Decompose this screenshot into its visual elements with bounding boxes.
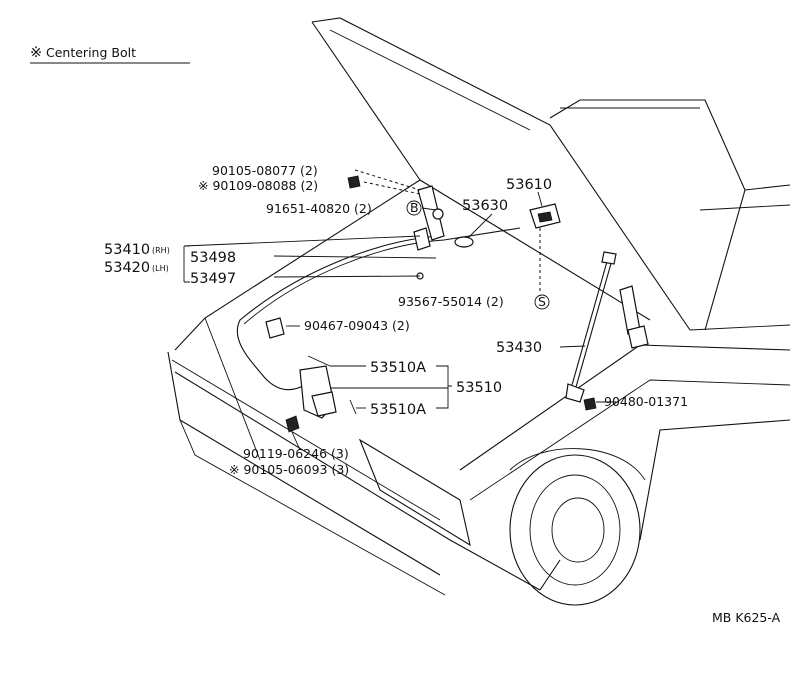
cable-lever [417, 185, 445, 241]
hood-support-rod [571, 257, 609, 386]
leader-lines [183, 169, 618, 451]
fender-corner [539, 559, 561, 591]
leader-53430 [559, 345, 586, 348]
fender-crease [469, 379, 791, 501]
label-53420: 53420 [104, 260, 150, 276]
hood-support-rod-2 [575, 259, 613, 388]
label-90119-06246: 90119-06246 (3) [243, 446, 349, 461]
legend: ※ Centering Bolt [30, 45, 190, 64]
bumper-lower [179, 419, 446, 596]
hood-inner-line [329, 29, 531, 131]
label-91651-40820: 91651-40820 (2) [266, 201, 372, 216]
leader-53497 [273, 275, 421, 278]
wheel-arch-edge [639, 419, 791, 541]
label-53497: 53497 [190, 271, 236, 287]
arch-liner [509, 448, 646, 481]
door-top [699, 204, 791, 211]
bracket-53510 [436, 365, 452, 409]
label-53410: 53410 [104, 242, 150, 258]
leader-90105 [354, 169, 421, 191]
label-53510A-bottom: 53510A [370, 402, 426, 418]
bay-rear-edge [419, 179, 651, 321]
label-53410-rh: (RH) [152, 246, 170, 255]
roof-side [744, 184, 791, 191]
bumper-line [174, 371, 541, 591]
label-90105-06093: ※ 90105-06093 (3) [229, 462, 349, 477]
label-90480-01371: 90480-01371 [604, 394, 688, 409]
part-labels: 90105-08077 (2) ※ 90109-08088 (2) 91651-… [104, 163, 781, 625]
cable-clamp-90467 [265, 317, 285, 339]
figure-code: MB K625-A [712, 610, 781, 625]
beltline [689, 324, 791, 331]
latch-spring-top [307, 355, 331, 367]
label-53630: 53630 [462, 198, 508, 214]
label-90109-08088: ※ 90109-08088 (2) [198, 178, 318, 193]
cable-to-bracket [443, 227, 521, 241]
bay-front-lip [204, 317, 261, 461]
cable-clamp [413, 227, 431, 251]
cable-grommet [454, 236, 474, 248]
label-53420-lh: (LH) [152, 264, 169, 273]
label-90467-09043: 90467-09043 (2) [304, 318, 410, 333]
lever-pivot [432, 208, 444, 220]
hood-outline-top [311, 17, 691, 331]
label-53498: 53498 [190, 250, 236, 266]
leader-90109 [363, 181, 421, 195]
leader-53610 [537, 191, 543, 207]
label-53430: 53430 [496, 340, 542, 356]
label-circle-b: B [410, 200, 419, 215]
windshield [549, 99, 746, 331]
rod-top-end [601, 251, 617, 265]
label-90105-08077: 90105-08077 (2) [212, 163, 318, 178]
legend-text: Centering Bolt [46, 45, 136, 60]
circle-s-symbol [534, 294, 550, 310]
label-93567-55014: 93567-55014 (2) [398, 294, 504, 309]
label-53510: 53510 [456, 380, 502, 396]
latch-spring-bottom [349, 399, 357, 415]
leader-53498 [273, 255, 437, 259]
release-cable [236, 235, 441, 391]
bolt-90119 [285, 415, 300, 433]
label-53610: 53610 [506, 177, 552, 193]
hinge-base [627, 325, 649, 349]
hood-left-edge [311, 21, 421, 181]
car-body-drawing [167, 17, 791, 606]
rod-bottom-end [565, 383, 585, 403]
hood-hinge [619, 285, 641, 335]
leader-91651 [421, 207, 437, 211]
circle-b-symbol [406, 200, 422, 216]
rim-outer [529, 474, 621, 586]
leader-53498-upper [183, 235, 421, 247]
label-circle-s: S [538, 294, 546, 309]
legend-symbol: ※ [30, 45, 42, 61]
leader-90119 [291, 431, 301, 451]
headlamp [358, 438, 471, 547]
latch-plate [311, 391, 337, 417]
parts-drawing [236, 175, 649, 433]
lock-bracket-hole [537, 211, 553, 223]
rim-inner [551, 497, 605, 563]
rod-holder-90480 [583, 397, 597, 411]
grille-line [171, 359, 441, 521]
release-cable-outer [243, 239, 445, 325]
label-53510A-top: 53510A [370, 360, 426, 376]
tire [509, 454, 641, 606]
bolt-90105 [347, 175, 361, 189]
leader-53630 [467, 213, 493, 239]
